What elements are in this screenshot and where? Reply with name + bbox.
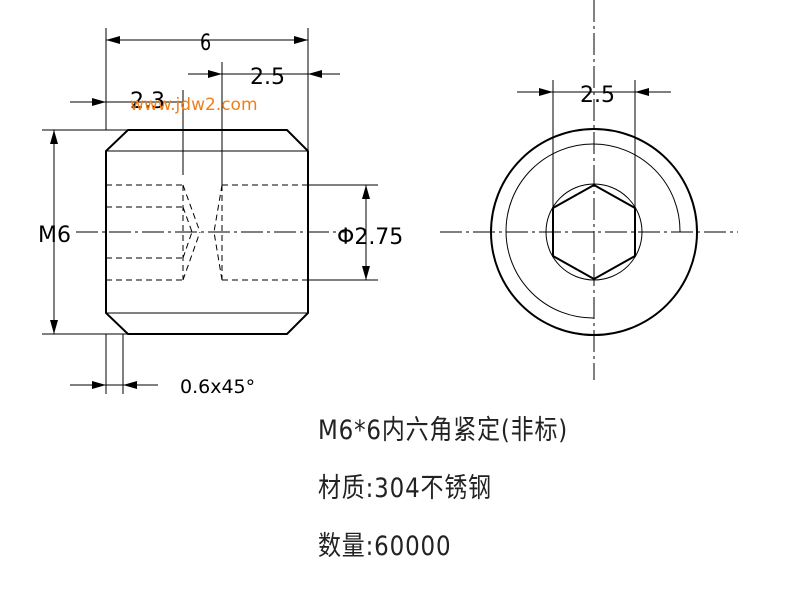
thread-arc [505, 143, 681, 319]
dim-overall-length: 6 [200, 30, 211, 55]
dim-socket-diameter: Φ2.75 [337, 225, 403, 250]
dim-socket-depth: 2.5 [250, 65, 285, 90]
dim-chamfer-offset: 2.3 [130, 89, 165, 114]
title-block: M6*6内六角紧定(非标) 材质:304不锈钢 数量:60000 [318, 412, 612, 586]
part-name: M6*6内六角紧定(非标) [318, 415, 569, 446]
dim-thread: M6 [38, 223, 71, 248]
dim-hex-size: 2.5 [580, 83, 615, 108]
watermark: www.jdw2.com [130, 95, 258, 115]
material: 材质:304不锈钢 [318, 473, 492, 504]
side-dimensions: 6 2.5 2.3 M6 Φ2.75 0.6x45° [38, 28, 403, 398]
dim-chamfer: 0.6x45° [180, 376, 255, 398]
side-view [76, 129, 345, 335]
body-outline [105, 129, 309, 335]
hidden-thread-lines [106, 184, 308, 281]
end-view: 2.5 [440, 0, 738, 380]
quantity: 数量:60000 [318, 531, 452, 562]
